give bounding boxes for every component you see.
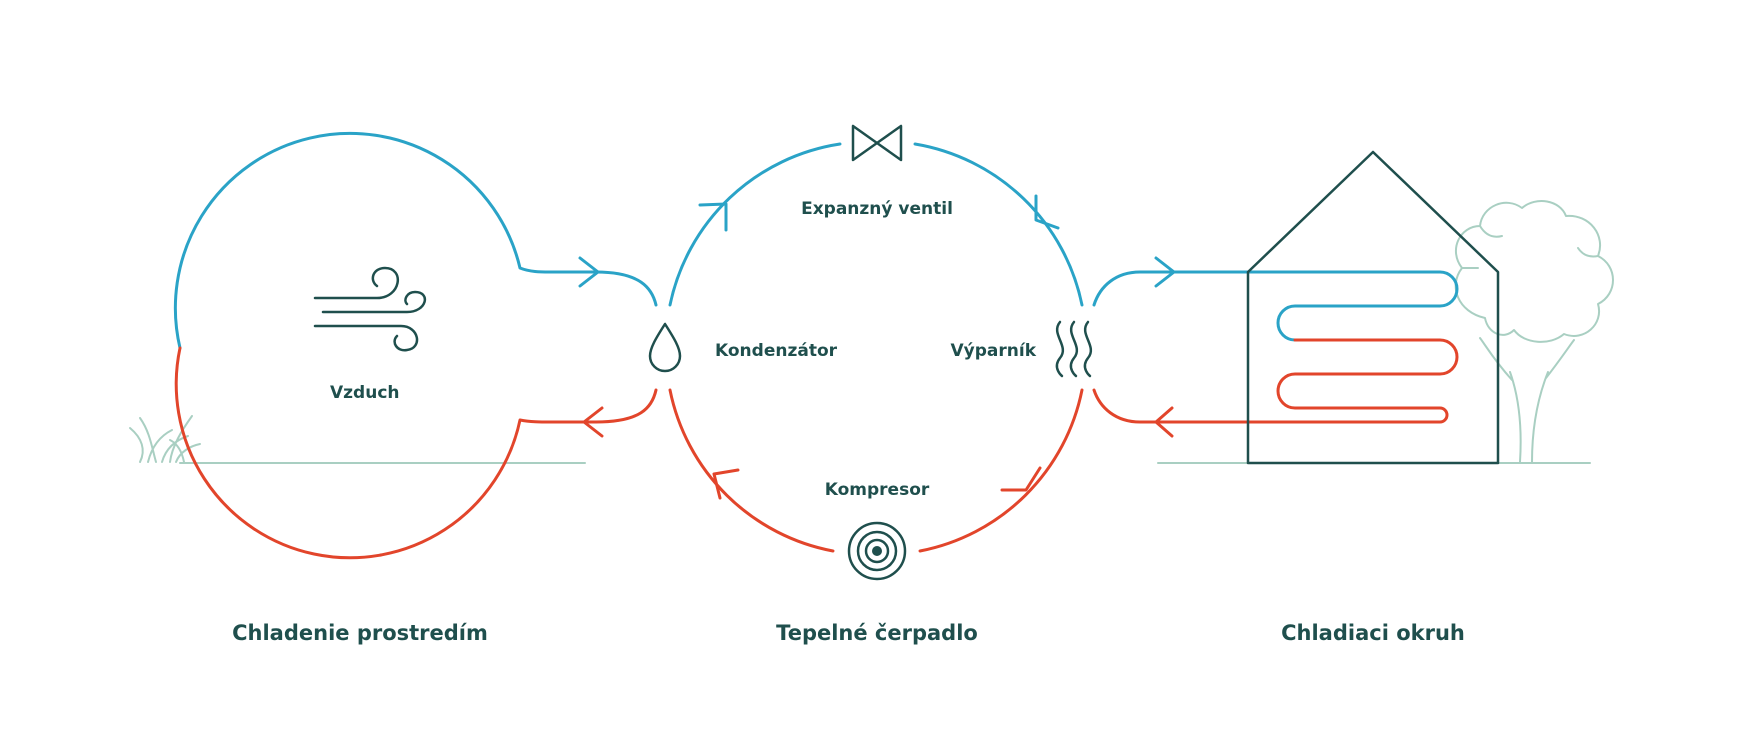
section-title-middle: Tepelné čerpadlo — [776, 621, 978, 645]
tree — [1454, 200, 1614, 463]
water-drop-icon — [648, 322, 682, 373]
cooling-circuit — [1092, 256, 1459, 438]
ground-left — [129, 415, 586, 464]
evaporator-label: Výparník — [950, 341, 1037, 361]
section-title-right: Chladiaci okruh — [1281, 621, 1465, 645]
section-title-left: Chladenie prostredím — [232, 621, 488, 645]
valve-icon — [851, 124, 903, 162]
house — [1246, 150, 1500, 465]
condenser-label: Kondenzátor — [715, 341, 838, 361]
compressor-icon — [847, 521, 907, 581]
wind-icon — [313, 266, 427, 352]
heat-waves-icon — [1055, 320, 1093, 378]
heat-pump-cycle — [668, 142, 1084, 553]
air-label: Vzduch — [330, 383, 400, 403]
expansion-valve-label: Expanzný ventil — [801, 199, 953, 219]
environment-loop — [173, 131, 658, 560]
compressor-label: Kompresor — [824, 480, 930, 500]
